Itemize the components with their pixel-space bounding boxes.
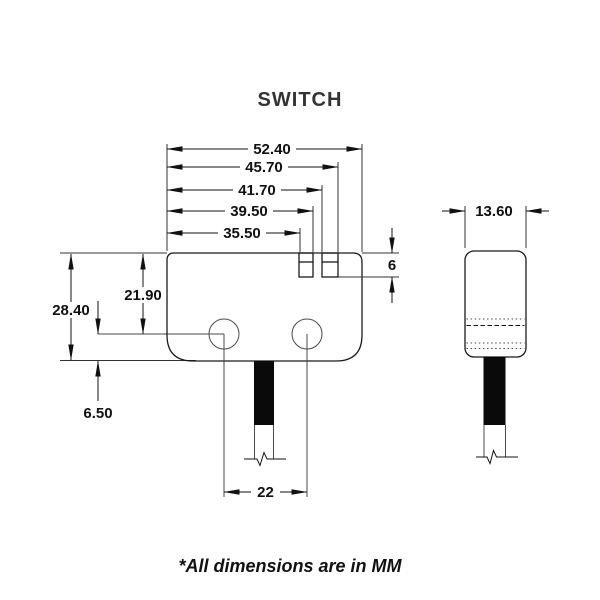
cable-sleeve-front: [254, 361, 274, 425]
dimensions-note: *All dimensions are in MM: [178, 556, 402, 576]
dim-label-41-70: 41.70: [238, 182, 276, 199]
dim-label-22: 22: [257, 484, 274, 501]
dim-width-52-40: 52.40: [166, 141, 363, 158]
break-symbol-front: [244, 451, 286, 467]
side-view: 13.60: [442, 203, 549, 465]
dim-height-6-50: 6.50: [83, 301, 113, 422]
front-view: 52.40 45.70 41.70 39.50 35.50: [47, 141, 399, 501]
dim-label-13-60: 13.60: [475, 203, 513, 220]
dim-label-6-50: 6.50: [83, 405, 112, 422]
terminal-1: [298, 252, 314, 278]
dim-side-width-13-60: 13.60: [442, 203, 549, 248]
switch-body-side-outline: [464, 250, 527, 358]
dim-hole-spacing-22: 22: [223, 484, 308, 501]
break-symbol-side: [476, 449, 518, 465]
dim-width-35-50: 35.50: [166, 225, 301, 242]
dim-height-28-40: 28.40: [47, 253, 95, 361]
cable-sleeve-side: [483, 357, 506, 425]
dim-label-45-70: 45.70: [245, 159, 283, 176]
dim-width-39-50: 39.50: [166, 203, 314, 220]
dim-width-45-70: 45.70: [166, 159, 339, 176]
dim-label-39-50: 39.50: [230, 203, 268, 220]
dim-label-35-50: 35.50: [223, 225, 261, 242]
dim-label-52-40: 52.40: [253, 141, 291, 158]
drawing-title: SWITCH: [258, 89, 343, 111]
dim-label-28-40: 28.40: [52, 302, 90, 319]
switch-body-outline: [166, 252, 363, 362]
dim-height-21-90: 21.90: [119, 253, 167, 335]
dim-label-6: 6: [388, 257, 396, 274]
dim-terminal-height-6: 6: [338, 228, 399, 303]
dim-label-21-90: 21.90: [124, 287, 162, 304]
dim-width-41-70: 41.70: [166, 182, 323, 199]
terminal-2: [321, 252, 339, 278]
